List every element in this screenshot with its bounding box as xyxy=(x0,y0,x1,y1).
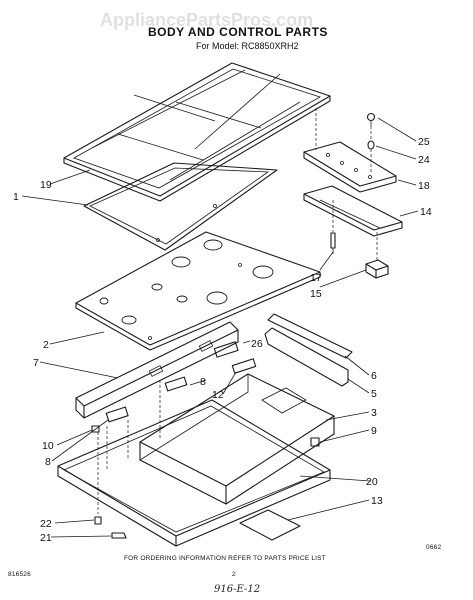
part-10-clip xyxy=(91,425,100,433)
callout-numbers: 19 1 2 7 10 8 22 21 26 8 12 6 5 3 9 20 1… xyxy=(13,136,432,544)
diagram-title: BODY AND CONTROL PARTS xyxy=(148,25,328,39)
callout-13: 13 xyxy=(371,495,383,507)
callout-7: 7 xyxy=(33,357,39,369)
part-9-grommet xyxy=(310,437,320,447)
watermark: AppliancePartsPros.com xyxy=(100,10,313,30)
part-20-bottom-pan xyxy=(57,399,331,547)
part-19-top-frame xyxy=(63,62,331,202)
part-13-access-cover xyxy=(239,509,301,541)
callout-3: 3 xyxy=(371,407,377,419)
callout-17: 17 xyxy=(310,272,322,284)
part-15-spark-module xyxy=(365,259,389,279)
callout-15: 15 xyxy=(310,288,322,300)
part-3-burner-box xyxy=(139,373,335,505)
callout-22: 22 xyxy=(40,518,52,530)
part-2-cooktop xyxy=(75,231,321,351)
callout-2: 2 xyxy=(43,339,49,351)
part-8-bracket-lower xyxy=(105,406,129,423)
callout-25: 25 xyxy=(418,136,430,148)
callout-5: 5 xyxy=(371,388,377,400)
handwritten-note: 916-E-12 xyxy=(214,584,260,595)
footer-right-code: 0662 xyxy=(426,544,441,551)
callout-10: 10 xyxy=(42,440,54,452)
part-1-gasket xyxy=(83,162,278,251)
part-21-clip xyxy=(111,532,127,539)
callout-14: 14 xyxy=(420,206,432,218)
callout-8-upper: 8 xyxy=(200,376,206,388)
callout-1: 1 xyxy=(13,191,19,203)
callout-9: 9 xyxy=(371,425,377,437)
part-25-knob xyxy=(366,112,376,126)
callout-24: 24 xyxy=(418,154,430,166)
model-line: For Model: RC8850XRH2 xyxy=(196,41,299,51)
part-22-screw xyxy=(94,516,102,525)
callout-20: 20 xyxy=(366,476,378,488)
callout-12: 12 xyxy=(212,389,224,401)
part-6-rear-bracket xyxy=(267,313,353,359)
part-7-control-rail xyxy=(75,321,239,419)
callout-6: 6 xyxy=(371,370,377,382)
part-5-rear-panel xyxy=(264,327,349,387)
callout-19: 19 xyxy=(40,179,52,191)
callout-26: 26 xyxy=(251,338,263,350)
callout-18: 18 xyxy=(418,180,430,192)
footer-left-code: 816526 xyxy=(8,571,31,578)
part-8-bracket-upper xyxy=(164,376,188,392)
part-26-switch xyxy=(213,341,239,358)
part-12-switch xyxy=(231,358,257,374)
callout-21: 21 xyxy=(40,532,52,544)
part-24-spring xyxy=(367,140,375,150)
footer-page-number: 2 xyxy=(232,571,236,578)
leader-lines xyxy=(21,117,419,538)
part-18-control-panel xyxy=(303,141,397,193)
part-17-igniter xyxy=(330,232,336,254)
ordering-note: FOR ORDERING INFORMATION REFER TO PARTS … xyxy=(124,555,326,562)
callout-8-lower: 8 xyxy=(45,456,51,468)
part-14-control-housing xyxy=(303,185,403,237)
alignment-lines xyxy=(97,108,378,514)
